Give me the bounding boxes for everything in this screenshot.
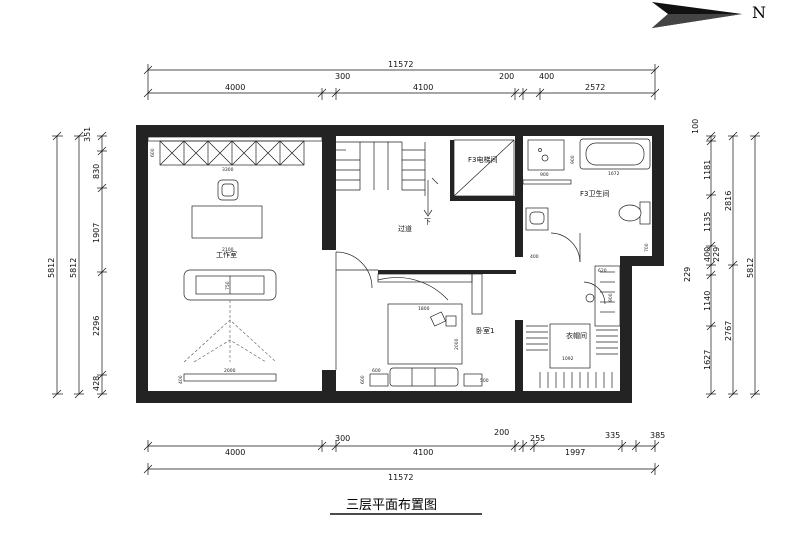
dim-label-620: 620: [598, 268, 607, 274]
left-dim-a: 351: [83, 127, 92, 142]
dim-label-900-tub: 900: [570, 155, 576, 164]
closet-room: 620 900 1092: [526, 265, 621, 388]
left-dim-e: 428: [92, 376, 101, 391]
north-label: N: [752, 3, 766, 22]
top-dim-e: 400: [539, 72, 554, 81]
walls: [136, 125, 664, 403]
bathroom-label: F3卫生间: [580, 189, 609, 198]
dim-label-600-ns: 600: [372, 368, 381, 374]
top-dim-d: 200: [499, 72, 514, 81]
left-dim-b: 830: [92, 164, 101, 179]
dim-label-1800: 1800: [418, 306, 430, 312]
bathroom: 1672 900 900 F3卫生间 400 700: [522, 138, 651, 263]
right-dim-k: 5812: [746, 258, 755, 278]
right-dim-e: 229: [712, 247, 721, 262]
dim-label-900-shower: 900: [540, 172, 549, 178]
elevator-label: F3电梯间: [468, 155, 497, 164]
bottom-dim-d: 200: [494, 428, 509, 437]
right-dim-g: 1140: [703, 291, 712, 311]
dim-label-600-side: 600: [360, 375, 366, 384]
top-dimension-chain: [143, 64, 660, 100]
dim-label-1092: 1092: [562, 356, 574, 362]
dim-label-400-bath: 400: [530, 254, 539, 260]
dim-label-2000-tv: 2000: [224, 368, 236, 374]
hall-label: 过道: [398, 224, 412, 233]
study-label: 工作室: [216, 250, 237, 259]
bedroom-label: 卧室1: [476, 326, 494, 335]
stairs-down-label: 下: [424, 218, 431, 226]
top-dim-c: 4100: [413, 83, 433, 92]
dim-label-2000-bed: 2000: [454, 338, 460, 350]
bottom-dim-e: 255: [530, 434, 545, 443]
bottom-dim-a: 4000: [225, 448, 245, 457]
left-dim-outer: 5812: [47, 258, 56, 278]
left-dim-c: 1907: [92, 223, 101, 243]
bottom-dim-g: 335: [605, 431, 620, 440]
left-dim-d: 2296: [92, 316, 101, 336]
bottom-dim-c: 4100: [413, 448, 433, 457]
left-dimension-chain: [52, 131, 107, 399]
right-dimension-chain: [706, 131, 760, 399]
top-dim-overall: 11572: [388, 60, 413, 69]
top-dim-f: 2572: [585, 83, 605, 92]
right-dim-h: 1627: [703, 350, 712, 370]
dim-label-600-shelf: 600: [150, 148, 156, 157]
right-dim-d: 400: [703, 247, 712, 262]
hall-area: F3电梯间 下 过道: [335, 139, 515, 290]
right-dim-c: 1135: [703, 212, 712, 232]
right-dim-a: 100: [691, 119, 700, 134]
dim-label-500-ns: 500: [480, 378, 489, 384]
right-dim-f: 229: [683, 267, 692, 282]
dim-label-750: 750: [225, 281, 231, 290]
closet-label: 衣帽间: [566, 331, 587, 340]
right-dim-b: 1181: [703, 160, 712, 180]
bottom-dim-overall: 11572: [388, 473, 413, 482]
bedroom-1: 1800 2000 600 500 600 卧室1: [335, 273, 494, 387]
right-dim-i: 2816: [724, 191, 733, 211]
study-room: 3300 600 2100 工作室 750 2000 400: [147, 136, 323, 384]
bottom-dimension-chain: [143, 440, 660, 475]
dim-label-3300: 3300: [222, 167, 234, 173]
bottom-dim-h: 385: [650, 431, 665, 440]
bottom-dim-b: 300: [335, 434, 350, 443]
north-arrow-icon: [652, 2, 742, 28]
dim-label-1672: 1672: [608, 171, 620, 177]
top-dim-b: 300: [335, 72, 350, 81]
left-dim-inner: 5812: [69, 258, 78, 278]
dim-label-900-closet: 900: [608, 293, 614, 302]
bottom-dim-f: 1997: [565, 448, 585, 457]
dim-label-2100: 2100: [222, 247, 234, 253]
dim-label-700: 700: [644, 243, 650, 252]
right-dim-j: 2767: [724, 321, 733, 341]
drawing-title: 三层平面布置图: [346, 498, 437, 513]
top-dim-a: 4000: [225, 83, 245, 92]
dim-label-400-tv: 400: [178, 375, 184, 384]
